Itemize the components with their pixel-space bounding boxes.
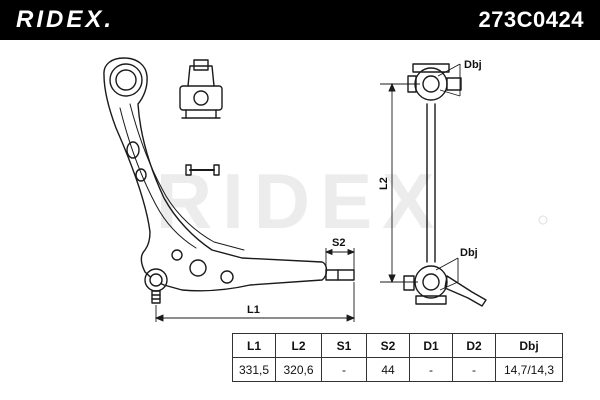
dim-label-s2: S2 — [332, 237, 345, 249]
link-bottom-boot — [415, 295, 447, 305]
spec-value-cell: 320,6 — [275, 357, 322, 382]
control-arm-rib-2 — [129, 103, 245, 251]
dim-label-dbj-bottom: Dbj — [460, 247, 478, 259]
dbj-bottom-leader — [439, 281, 459, 291]
spec-value-cell: 14,7/14,3 — [495, 357, 563, 382]
link-top-boot — [412, 63, 450, 73]
bolt-head — [185, 164, 192, 176]
arrow-icon — [324, 248, 333, 256]
bushing-top — [187, 65, 215, 87]
spec-header-cell: D2 — [452, 333, 496, 358]
spec-header-cell: S1 — [321, 333, 367, 358]
arm-end-pin — [325, 269, 355, 281]
arrow-icon — [154, 314, 164, 322]
rear-bushing-eye — [109, 63, 143, 97]
link-bottom-stud — [403, 275, 415, 291]
ball-joint-core — [149, 273, 163, 287]
spec-header-row: L1 L2 S1 S2 D1 D2 Dbj — [232, 333, 563, 358]
part-number: 273C0424 — [478, 7, 584, 32]
arrow-icon — [347, 248, 356, 256]
dim-label-l1: L1 — [247, 304, 260, 316]
specification-table: L1 L2 S1 S2 D1 D2 Dbj 331,5 320,6 - 44 -… — [232, 333, 563, 382]
dim-label-dbj-top: Dbj — [464, 59, 482, 71]
dbj-top-leader — [439, 89, 461, 97]
control-arm-outline — [103, 57, 328, 292]
dbj-top-leader — [437, 63, 461, 77]
link-bottom-bolt — [444, 275, 487, 307]
spec-value-cell: - — [452, 357, 496, 382]
arm-hole — [189, 259, 207, 277]
arm-hole — [171, 249, 183, 261]
spec-header-cell: Dbj — [495, 333, 563, 358]
bushing-cap — [193, 59, 209, 71]
header-bar: RIDEX. 273C0424 — [0, 0, 600, 40]
control-arm-rib — [119, 107, 197, 249]
spec-value-cell: 44 — [366, 357, 410, 382]
spec-header-cell: L2 — [275, 333, 322, 358]
spec-header-cell: L1 — [232, 333, 276, 358]
arm-hole — [135, 168, 147, 182]
link-bottom-joint-ball — [422, 273, 440, 291]
bolt-nut — [213, 164, 220, 176]
arrow-icon — [346, 314, 356, 322]
ball-joint-stud — [151, 290, 161, 304]
brand-logo: RIDEX. — [16, 6, 115, 33]
spec-value-cell: - — [321, 357, 367, 382]
link-top-nut — [446, 77, 462, 91]
link-bottom-joint-housing — [414, 265, 448, 299]
spec-value-row: 331,5 320,6 - 44 - - 14,7/14,3 — [232, 357, 563, 382]
dim-label-l2: L2 — [378, 177, 390, 190]
link-top-joint-ball — [422, 75, 440, 93]
registered-mark-icon — [538, 215, 548, 225]
arm-hole — [220, 270, 234, 284]
spec-header-cell: S2 — [366, 333, 410, 358]
spec-value-cell: - — [409, 357, 453, 382]
arrow-icon — [388, 274, 396, 284]
spec-value-cell: 331,5 — [232, 357, 276, 382]
bushing-center — [193, 90, 209, 106]
arm-hole — [126, 141, 140, 159]
spec-header-cell: D1 — [409, 333, 453, 358]
watermark-text: RIDEX — [156, 157, 444, 245]
rear-bushing-bore — [115, 69, 137, 91]
technical-drawing: RIDEX — [103, 57, 548, 322]
dbj-bottom-leader — [435, 257, 459, 271]
arrow-icon — [388, 82, 396, 92]
bushing-body — [179, 85, 223, 111]
